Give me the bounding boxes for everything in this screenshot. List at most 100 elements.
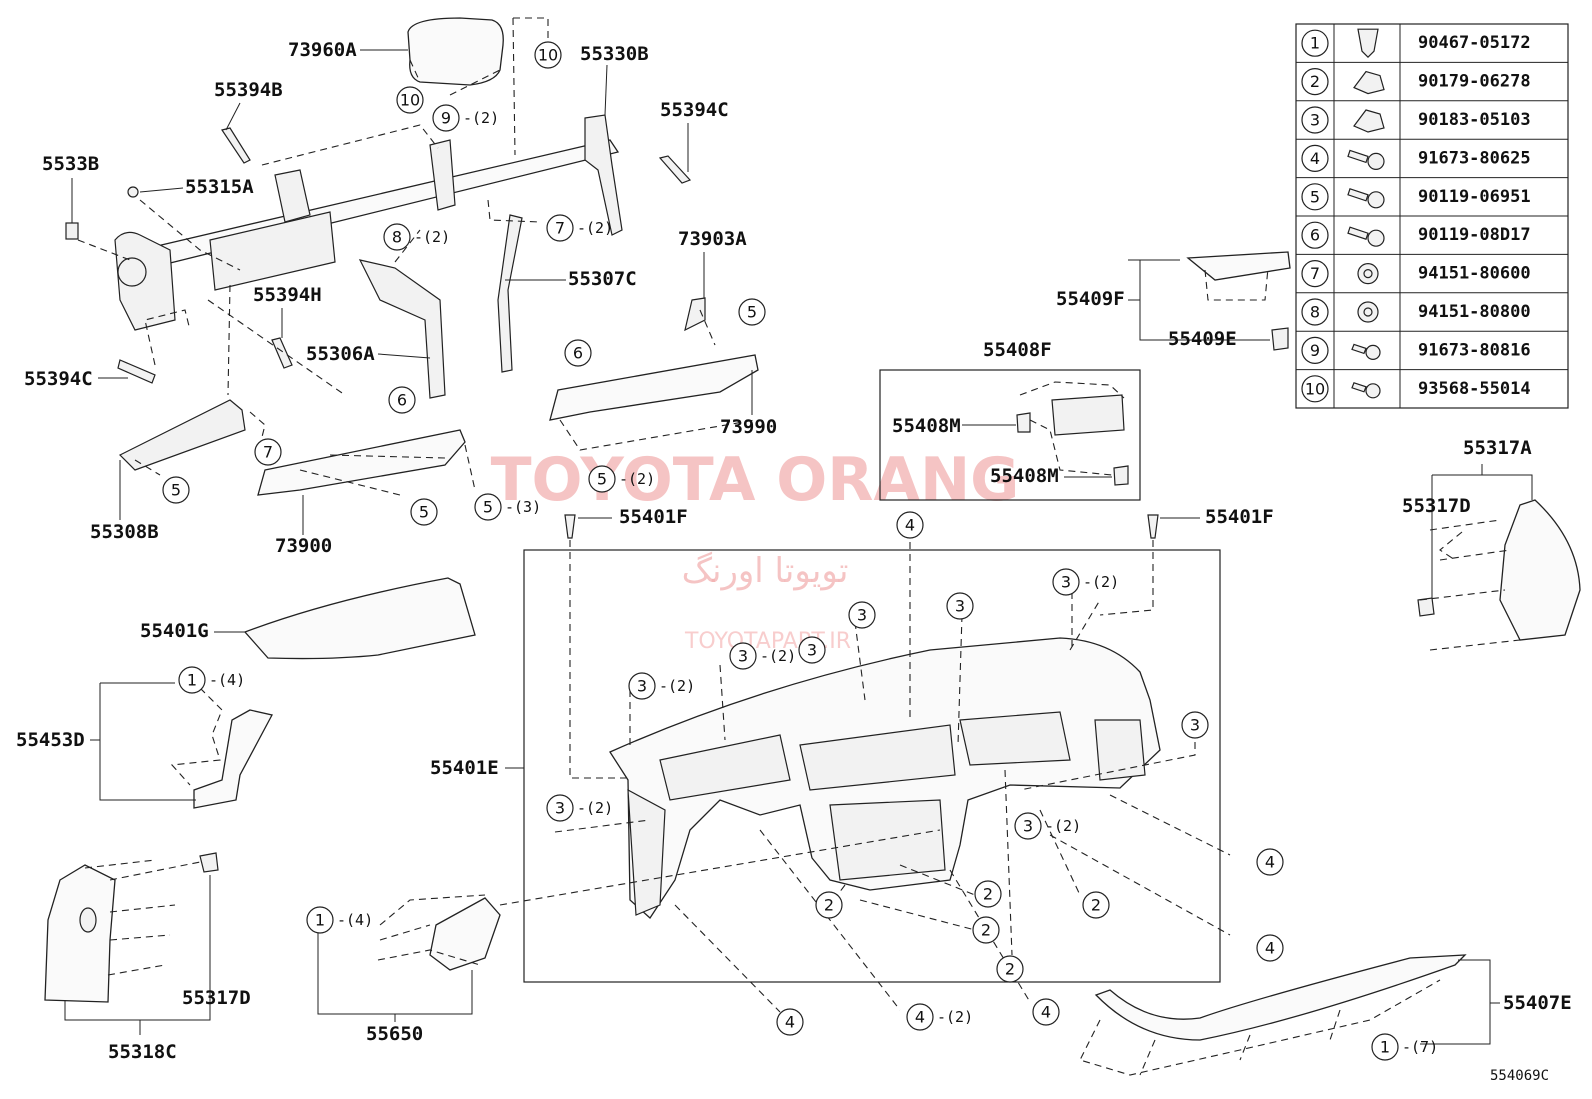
callout-circle <box>396 86 424 114</box>
callout-number: 5 <box>171 481 181 500</box>
callout-number: 10 <box>400 91 420 110</box>
trim-55317A <box>1499 499 1581 641</box>
callout: 7 -(2) <box>546 214 613 242</box>
callout: 2 <box>1082 891 1110 919</box>
table-row-number-circle <box>1301 144 1329 172</box>
callout-number: 8 <box>392 228 402 247</box>
table-row-number-circle <box>1301 29 1329 57</box>
clip-55317D-left <box>199 852 219 873</box>
callout-number: 4 <box>1265 853 1275 872</box>
table-row-number: 1 <box>1310 34 1320 53</box>
table-row-number: 2 <box>1310 72 1320 91</box>
nut-clip-icon <box>1353 109 1385 133</box>
callout-number: 3 <box>738 647 748 666</box>
callout: 3 -(2) <box>729 642 796 670</box>
vent-55408F <box>1051 394 1125 436</box>
callout-number: 5 <box>597 470 607 489</box>
table-row-number: 10 <box>1305 379 1325 398</box>
callout: 2 <box>815 891 843 919</box>
callout-quantity: -(2) <box>463 109 499 127</box>
callout-quantity: -(2) <box>577 219 613 237</box>
callout-circle <box>996 955 1024 983</box>
callout-circle <box>798 636 826 664</box>
callout: 4 <box>776 1008 804 1036</box>
callout-circle <box>896 511 924 539</box>
callout-number: 5 <box>419 503 429 522</box>
callout-quantity: -(7) <box>1402 1038 1438 1056</box>
table-row-part-number: 90119-08D17 <box>1418 225 1531 245</box>
callout: 10 <box>534 41 562 69</box>
brace-55306A <box>358 259 446 399</box>
trim-55318C <box>44 864 116 1003</box>
callout-number: 5 <box>483 498 493 517</box>
callout: 1-(4) <box>178 666 245 694</box>
bracket-55308B <box>118 399 246 471</box>
label-55394C-left: 55394C <box>24 368 93 390</box>
duct-55650: 55650 <box>317 894 501 1045</box>
callout-circle <box>1181 711 1209 739</box>
bolt-icon <box>1347 149 1385 170</box>
diagram-code: 554069C <box>1490 1068 1549 1084</box>
callout: 3 <box>1181 711 1209 739</box>
table-row-part-number: 91673-80816 <box>1418 340 1531 360</box>
label-5533B: 5533B <box>42 153 99 175</box>
airbag-73960A <box>407 17 504 86</box>
callout: 6 <box>564 339 592 367</box>
table-row-part-number: 90183-05103 <box>1418 110 1531 130</box>
callout: 2 <box>974 880 1002 908</box>
callout-circle <box>388 386 416 414</box>
callout-circle <box>588 465 616 493</box>
table-row-number: 7 <box>1310 264 1320 283</box>
callout-circle <box>1032 998 1060 1026</box>
callout-circle <box>546 214 574 242</box>
callout-number: 3 <box>955 597 965 616</box>
vent-group: 55409F 55409E 55408F 55408M 55408M <box>879 251 1291 501</box>
table-row-number-circle <box>1301 221 1329 249</box>
label-73900: 73900 <box>275 535 332 557</box>
callout: 3 <box>946 592 974 620</box>
callout: 1-(7) <box>1371 1033 1438 1061</box>
right-bracket <box>584 114 623 236</box>
table-row-number-circle <box>1301 298 1329 326</box>
callout-circle <box>628 672 656 700</box>
callout-quantity: -(4) <box>337 911 373 929</box>
clip-icon <box>1357 28 1379 59</box>
callout-circle <box>410 498 438 526</box>
callout-circle <box>1256 848 1284 876</box>
callout-circle <box>738 298 766 326</box>
label-55394B: 55394B <box>214 79 283 101</box>
callout: 6 <box>388 386 416 414</box>
label-55394H: 55394H <box>253 284 322 306</box>
side-trim-left: 55317D 55318C <box>44 852 251 1063</box>
callout-number: 4 <box>785 1013 795 1032</box>
callout-circle <box>1014 812 1042 840</box>
callout-circle <box>474 493 502 521</box>
callout-circle <box>546 794 574 822</box>
label-55317A: 55317A <box>1463 437 1532 459</box>
callout-number: 3 <box>555 799 565 818</box>
table-row-part-number: 91673-80625 <box>1418 148 1531 168</box>
callout-number: 3 <box>1061 573 1071 592</box>
callout-number: 3 <box>857 606 867 625</box>
label-55307C: 55307C <box>568 268 637 290</box>
callout: 7 <box>254 438 282 466</box>
watermark-persian: تویوتا اورنگ <box>682 551 849 591</box>
label-55409F: 55409F <box>1056 288 1125 310</box>
callout-number: 2 <box>1005 960 1015 979</box>
callout-quantity: -(3) <box>505 498 541 516</box>
table-row-number-circle <box>1301 375 1329 403</box>
callout-number: 7 <box>555 219 565 238</box>
callout: 5-(2) <box>588 465 655 493</box>
callout: 3-(2) <box>1014 812 1081 840</box>
label-55317D-left: 55317D <box>182 987 251 1009</box>
label-55330B: 55330B <box>580 43 649 65</box>
box-55408F <box>879 369 1141 501</box>
callout: 3-(2) <box>628 672 695 700</box>
callout-number: 5 <box>747 303 757 322</box>
callout: 2 <box>972 916 1000 944</box>
callout-quantity: -(2) <box>760 647 796 665</box>
left-bracket <box>114 231 176 331</box>
